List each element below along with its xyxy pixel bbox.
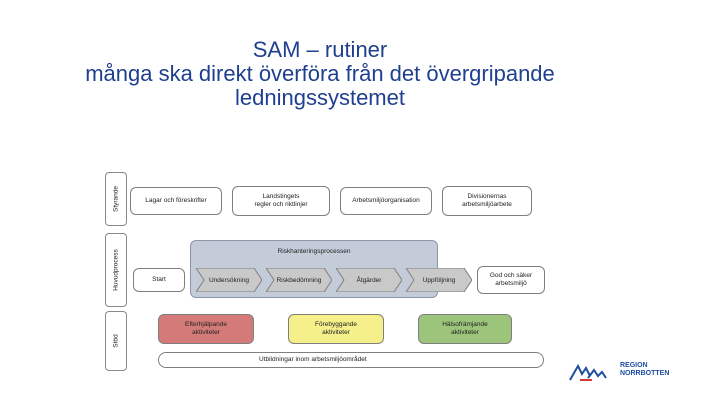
slide-title: SAM – rutiner många ska direkt överföra … [0,38,640,110]
box-start: Start [133,268,185,292]
logo-text: REGION NORRBOTTEN [620,362,669,378]
box-lagar: Lagar och föreskrifter [130,187,222,215]
logo-line-2: NORRBOTTEN [620,370,670,377]
chevron-riskbedomning: Riskbedömning [266,268,332,292]
box-divisionernas-line-2: arbetsmiljöarbete [462,201,512,208]
chevron-undersokning-shape [196,268,262,292]
side-tab-styrande: Styrande [105,172,127,226]
box-landstingets-line-1: Landstingets [262,193,300,200]
box-landstingets-line-2: regler och riktlinjer [254,201,308,208]
chevron-undersokning-label: Undersökning [208,276,250,284]
box-landstingets: Landstingets regler och riktlinjer [232,186,330,216]
side-tab-huvudprocess: Huvudprocess [105,233,127,307]
side-label-styrande: Styrande [112,185,120,213]
box-divisionernas: Divisionernas arbetsmiljöarbete [442,186,532,216]
title-line-3: ledningssystemet [235,85,405,110]
box-start-label: Start [152,276,166,283]
box-halsoframjande: Hälsofrämjande aktiviteter [418,314,512,344]
box-halsoframjande-line-1: Hälsofrämjande [442,321,488,328]
title-line-2: många ska direkt överföra från det överg… [85,61,555,86]
box-lagar-label: Lagar och föreskrifter [145,197,207,204]
box-god-och-saker: God och säker arbetsmiljö [477,266,545,294]
box-efterhjalpande: Efterhjälpande aktiviteter [158,314,254,344]
logo-line-1: REGION [620,362,648,369]
chevron-undersokning: Undersökning [196,268,262,292]
box-utbildningar-label: Utbildningar inom arbetsmiljöområdet [259,356,367,363]
region-norrbotten-logo-icon [569,363,607,381]
box-halsoframjande-line-2: aktiviteter [451,329,479,336]
box-forebyggande-line-1: Förebyggande [315,321,357,328]
risk-process-title: Riskhanteringsprocessen [277,248,351,255]
side-label-stod: Stöd [112,334,120,348]
chevron-atgarder-label: Åtgärder [356,276,382,284]
side-label-huvudprocess: Huvudprocess [112,249,120,291]
box-efterhjalpande-line-1: Efterhjälpande [185,321,227,328]
side-tab-stod: Stöd [105,311,127,371]
chevron-uppfoljning-shape [406,268,472,292]
box-goal-line-1: God och säker [489,272,533,279]
box-arbetsmiljoorganisation: Arbetsmiljöorganisation [340,187,432,215]
chevron-riskbedomning-shape [266,268,332,292]
chevron-uppfoljning-label: Uppföljning [422,276,456,284]
box-efterhjalpande-line-2: aktiviteter [192,329,220,336]
chevron-atgarder: Åtgärder [336,268,402,292]
chevron-uppfoljning: Uppföljning [406,268,472,292]
box-goal-line-2: arbetsmiljö [495,280,527,287]
box-arbetsmiljoorganisation-label: Arbetsmiljöorganisation [352,197,420,204]
chevron-riskbedomning-label: Riskbedömning [276,276,322,284]
box-forebyggande-line-2: aktiviteter [322,329,350,336]
box-utbildningar: Utbildningar inom arbetsmiljöområdet [158,352,544,368]
box-divisionernas-line-1: Divisionernas [467,193,507,200]
title-line-1: SAM – rutiner [252,37,388,62]
chevron-atgarder-shape [336,268,402,292]
box-forebyggande: Förebyggande aktiviteter [288,314,384,344]
